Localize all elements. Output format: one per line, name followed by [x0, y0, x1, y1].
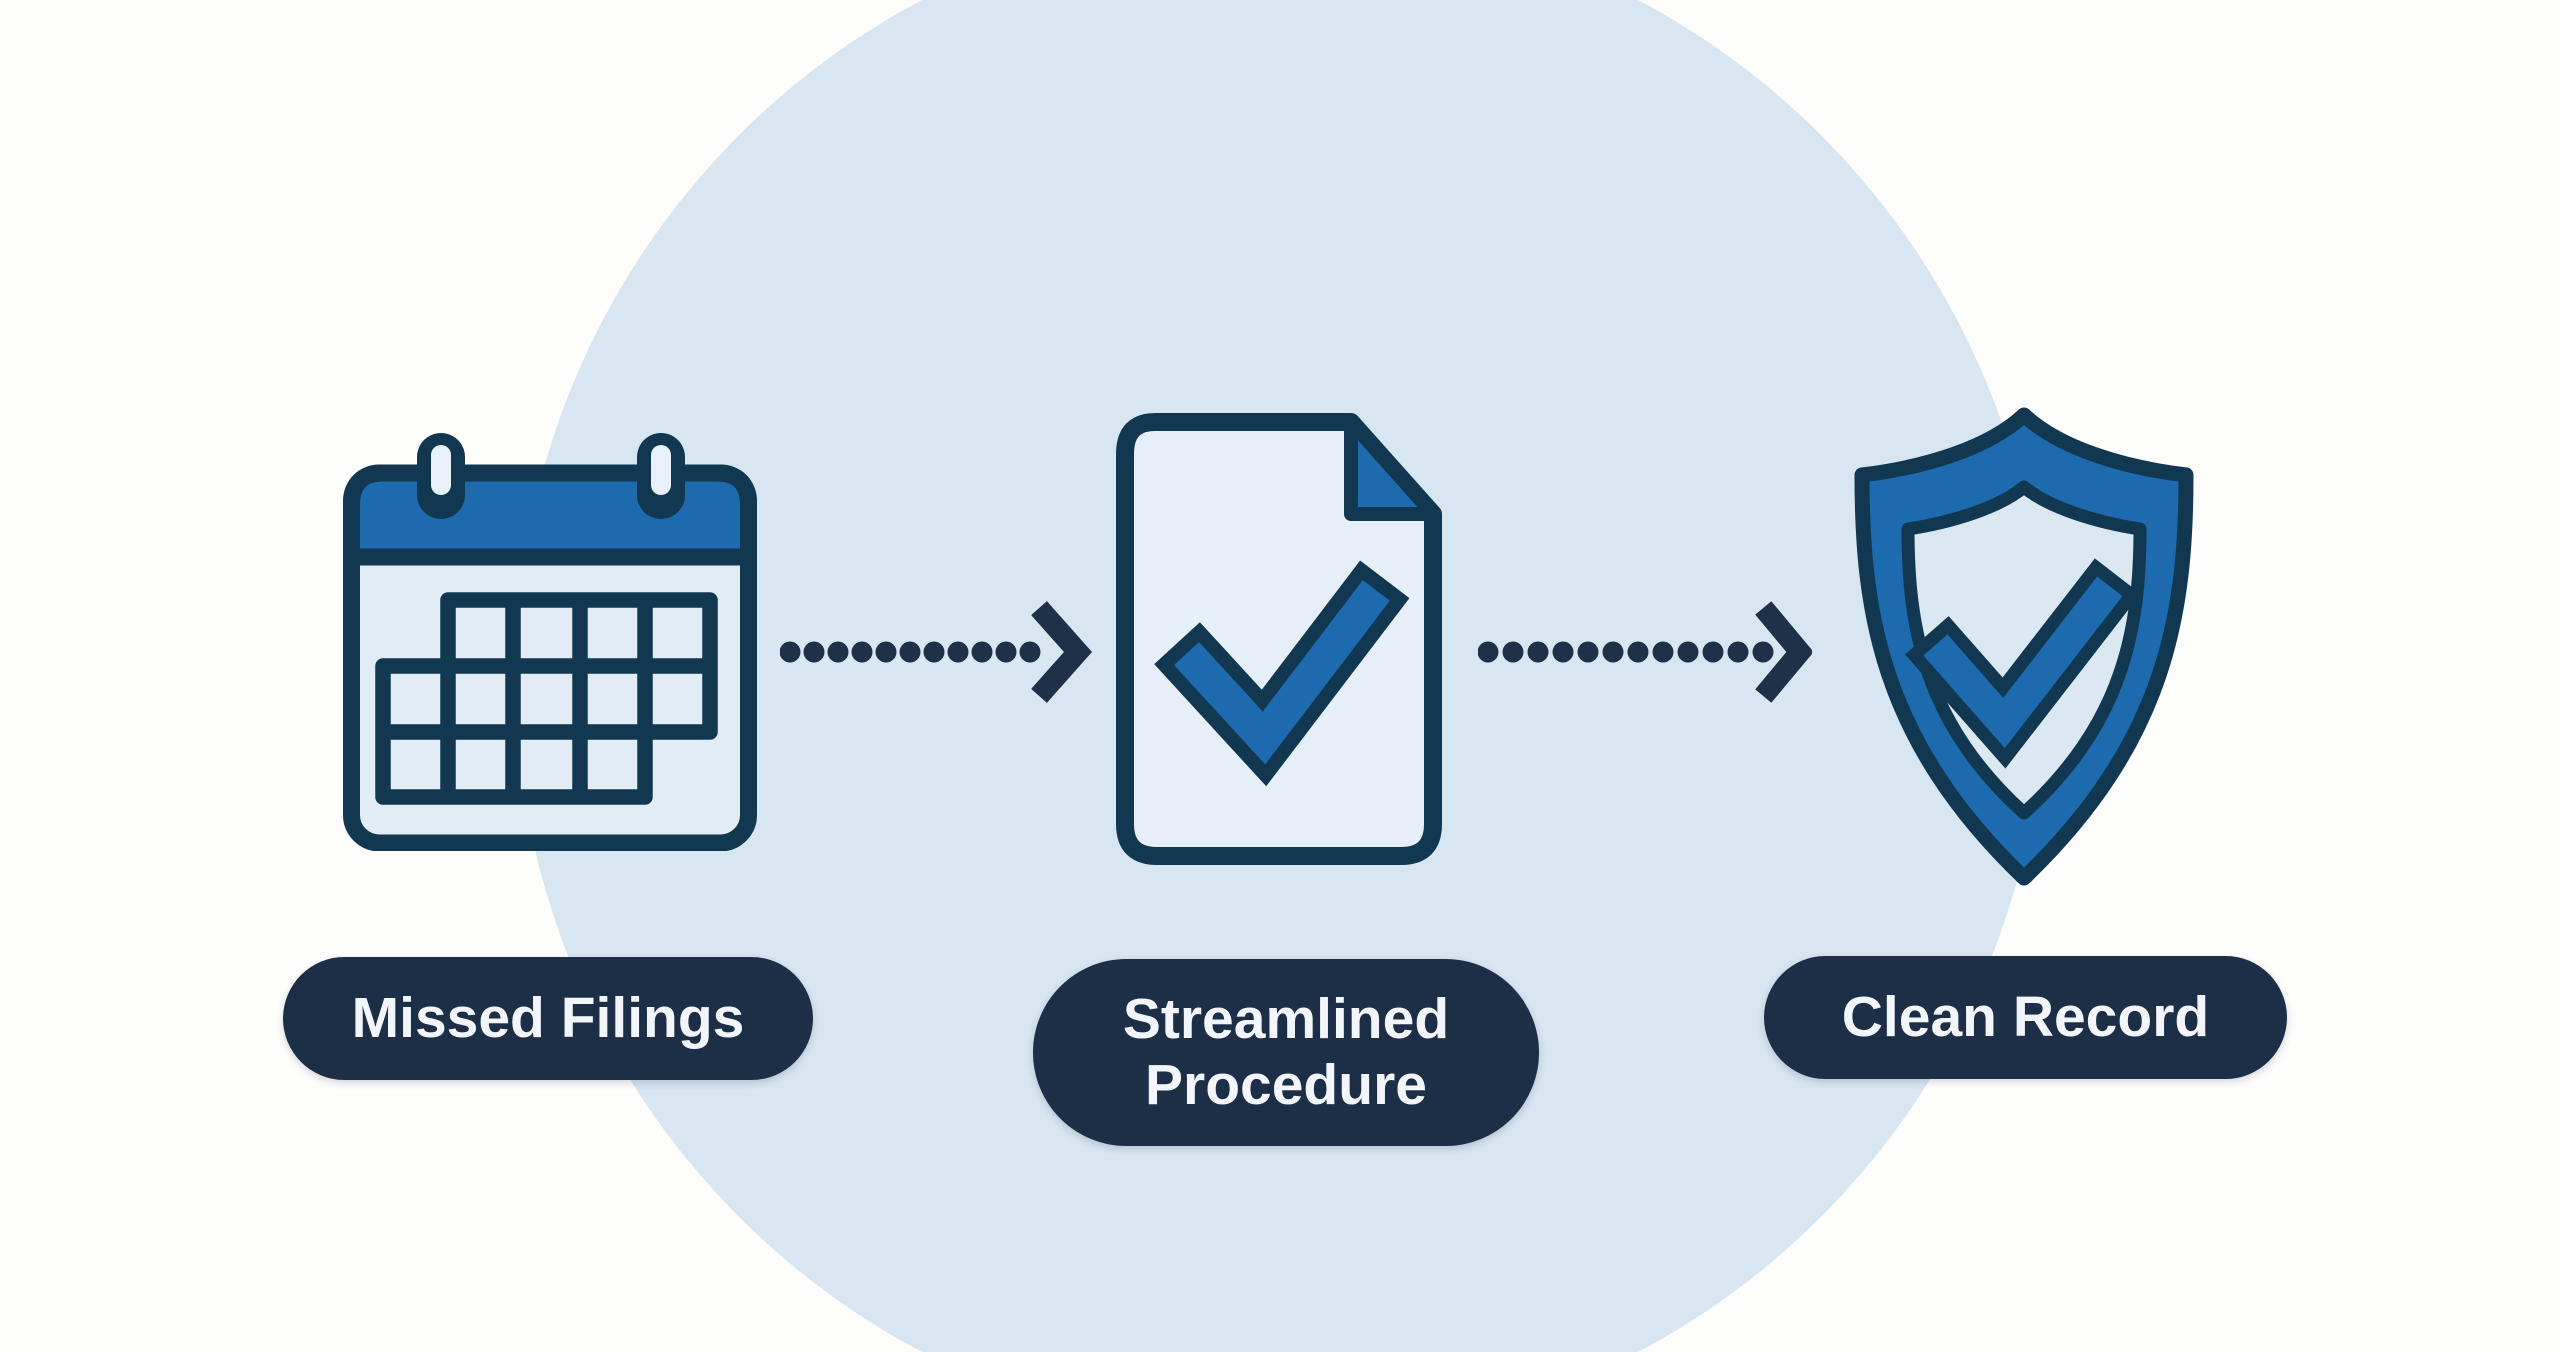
label-missed-filings: Missed Filings — [283, 957, 813, 1080]
label-streamlined-procedure: Streamlined Procedure — [1033, 959, 1539, 1146]
label-clean-record: Clean Record — [1764, 956, 2287, 1079]
document-check-icon — [1116, 413, 1442, 865]
dotted-arrow-right-icon — [1478, 601, 1812, 703]
shield-check-icon — [1854, 407, 2194, 886]
calendar-icon — [343, 433, 757, 851]
dotted-arrow-right-icon — [780, 601, 1092, 703]
calendar-pins — [417, 433, 685, 519]
label-text: Clean Record — [1841, 984, 2210, 1049]
label-text: Streamlined Procedure — [1122, 986, 1450, 1117]
label-text: Missed Filings — [351, 985, 745, 1050]
